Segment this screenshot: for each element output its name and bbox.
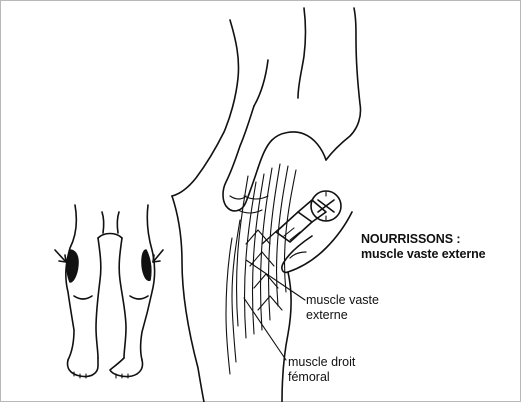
callout-line-1: muscle droit: [288, 355, 355, 370]
infant-legs-illustration: [66, 205, 155, 378]
heading-line-1: NOURRISSONS :: [361, 232, 485, 247]
thigh-injection-illustration: [172, 8, 361, 402]
callout-droit-femoral: muscle droit fémoral: [288, 355, 355, 385]
callout-line-2: fémoral: [288, 370, 355, 385]
callout-line-2: externe: [306, 308, 379, 323]
heading-label: NOURRISSONS : muscle vaste externe: [361, 232, 485, 262]
arrow-right-icon: [153, 250, 163, 262]
callout-line-1: muscle vaste: [306, 293, 379, 308]
arrow-left-icon: [55, 250, 66, 262]
heading-line-2: muscle vaste externe: [361, 247, 485, 262]
callout-vaste-externe: muscle vaste externe: [306, 293, 379, 323]
syringe-icon: [262, 191, 341, 244]
leader-vaste-externe: [246, 260, 305, 300]
